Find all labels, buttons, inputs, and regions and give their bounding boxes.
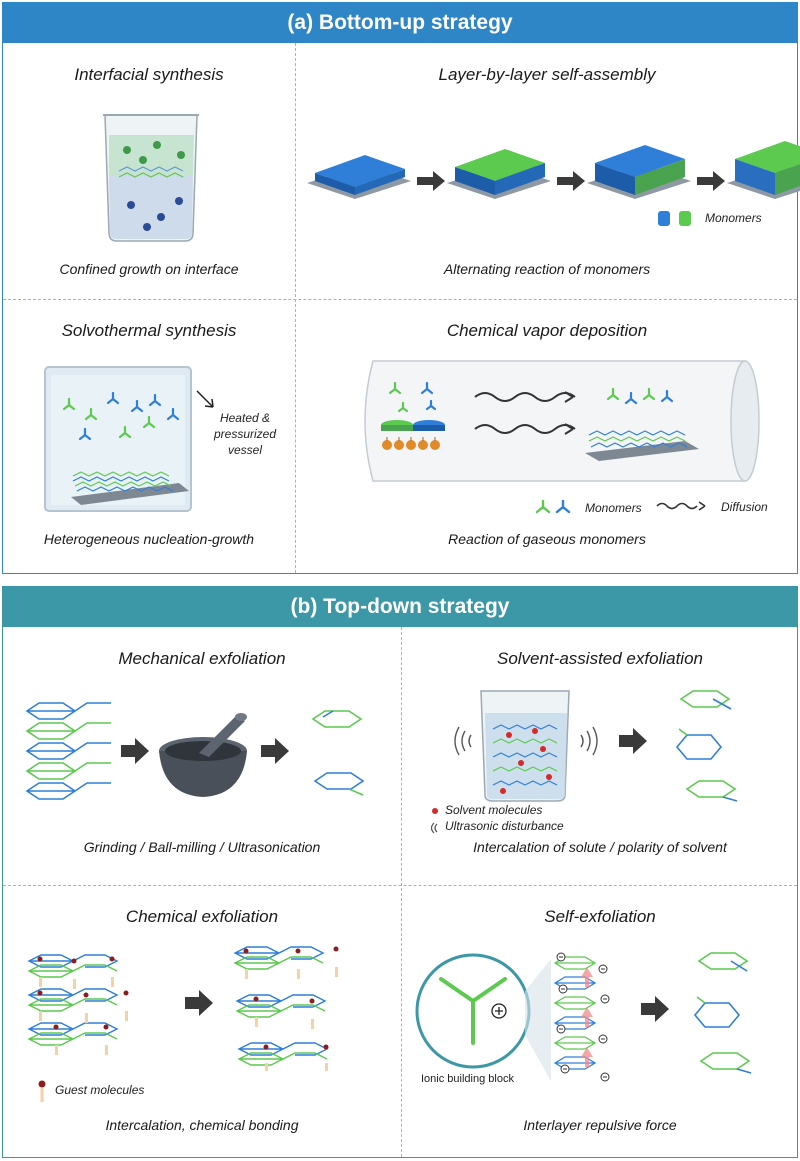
self-caption: Interlayer repulsive force <box>523 1117 677 1133</box>
ionic-building-block-label: Ionic building block <box>421 1073 514 1085</box>
vertical-divider <box>401 627 402 1157</box>
vessel-pointer-arrow <box>196 390 214 408</box>
solvothermal-vessel-illustration <box>44 366 192 512</box>
cvd-monomer-legend-icons <box>535 499 571 514</box>
vertical-divider <box>295 43 296 573</box>
chemical-title: Chemical exfoliation <box>125 907 279 926</box>
mechanical-caption: Grinding / Ball-milling / Ultrasonicatio… <box>83 839 321 855</box>
vessel-label-2: pressurized <box>213 427 277 441</box>
lbl-sequence-illustration <box>307 141 800 199</box>
horizontal-divider <box>3 885 797 886</box>
beaker-interface-illustration <box>103 114 199 242</box>
monomer-grid-stage-4 <box>727 141 800 199</box>
solvent-illustration <box>454 690 738 802</box>
bottom-up-banner: (a) Bottom-up strategy <box>3 3 797 43</box>
self-exfoliation-illustration <box>415 952 752 1082</box>
monomer-grid-stage-2 <box>447 149 551 199</box>
cvd-tube-illustration <box>364 360 760 482</box>
guest-molecule-legend-icon <box>38 1080 46 1102</box>
chemical-illustration <box>27 946 339 1071</box>
bottom-up-panel: (a) Bottom-up strategy Interfacial synth… <box>2 2 800 575</box>
layer-by-layer-cell: Layer-by-layer self-assembly <box>295 43 800 299</box>
arrow-3 <box>697 171 725 191</box>
chemical-caption: Intercalation, chemical bonding <box>105 1117 299 1133</box>
solvothermal-title: Solvothermal synthesis <box>61 321 237 340</box>
mechanical-title: Mechanical exfoliation <box>118 649 286 668</box>
arrow-2 <box>557 171 585 191</box>
solvothermal-cell: Solvothermal synthesis <box>3 299 295 575</box>
cvd-title: Chemical vapor deposition <box>446 321 648 340</box>
self-exfoliation-cell: Self-exfoliation <box>401 885 799 1157</box>
top-down-panel: (b) Top-down strategy Mechanical exfolia… <box>2 586 798 1158</box>
mechanical-exfoliation-cell: Mechanical exfoliation <box>3 627 401 885</box>
solvent-legend-icons <box>430 808 438 834</box>
top-down-banner: (b) Top-down strategy <box>3 587 797 627</box>
vessel-label-3: vessel <box>227 443 262 457</box>
lbl-caption: Alternating reaction of monomers <box>443 261 651 277</box>
horizontal-divider <box>3 299 797 300</box>
interfacial-title: Interfacial synthesis <box>74 65 224 84</box>
guest-molecules-stack-1 <box>37 956 129 1055</box>
self-title: Self-exfoliation <box>544 907 656 926</box>
mechanical-illustration <box>25 702 365 800</box>
chemical-legend-guest: Guest molecules <box>55 1083 145 1097</box>
solvent-legend-ultrasonic: Ultrasonic disturbance <box>445 819 564 833</box>
cvd-cell: Chemical vapor deposition <box>295 299 799 575</box>
diffusion-legend-icon <box>656 501 706 511</box>
cvd-legend-diffusion: Diffusion <box>721 500 768 514</box>
chemical-exfoliation-cell: Chemical exfoliation <box>3 885 401 1157</box>
monomer-grid-stage-1 <box>307 155 411 199</box>
monomer-legend-icons <box>658 211 691 226</box>
cvd-caption: Reaction of gaseous monomers <box>448 531 646 547</box>
solvent-title: Solvent-assisted exfoliation <box>496 649 703 668</box>
cvd-legend-monomers: Monomers <box>585 501 642 515</box>
interfacial-caption: Confined growth on interface <box>59 261 239 277</box>
monomer-grid-stage-3 <box>587 145 691 199</box>
solvothermal-caption: Heterogeneous nucleation-growth <box>43 531 255 547</box>
vessel-label-1: Heated & <box>219 411 271 425</box>
lbl-legend-monomers: Monomers <box>705 211 762 225</box>
interfacial-synthesis-cell: Interfacial synthesis Confined growth on… <box>3 43 295 299</box>
lbl-title: Layer-by-layer self-assembly <box>438 65 656 84</box>
solvent-caption: Intercalation of solute / polarity of so… <box>473 839 727 855</box>
mortar-and-pestle <box>159 713 247 797</box>
arrow-1 <box>417 171 445 191</box>
solvent-legend-solvent-molecules: Solvent molecules <box>445 803 543 817</box>
solvent-exfoliation-cell: Solvent-assisted exfoliation <box>401 627 799 885</box>
